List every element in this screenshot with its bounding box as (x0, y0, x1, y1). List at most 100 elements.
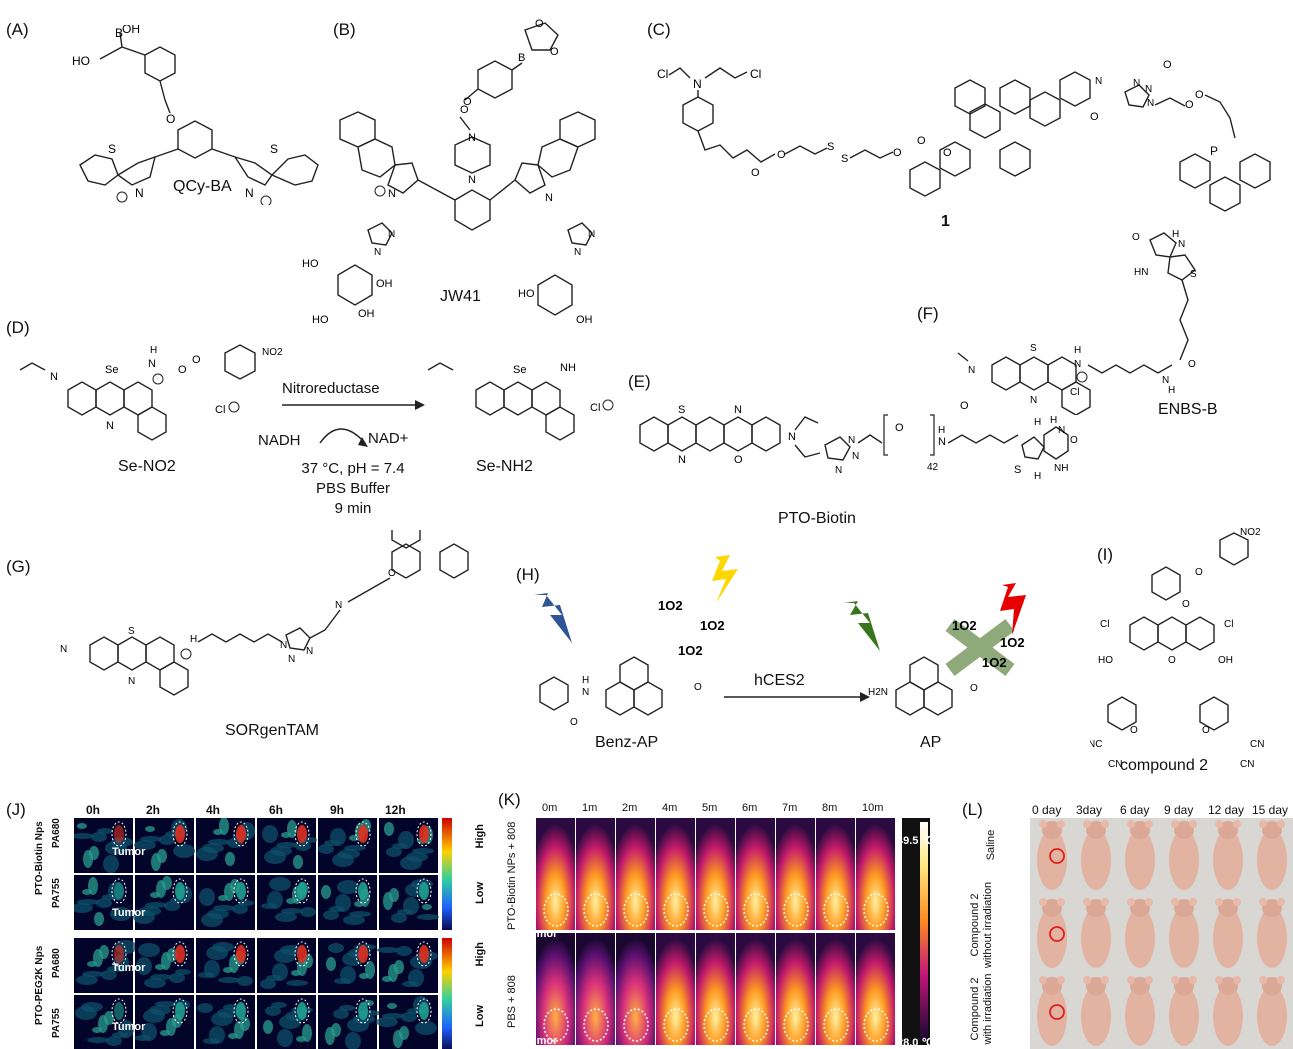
pa-hotspot (175, 945, 185, 963)
mouse-ear (1057, 898, 1065, 906)
tumor-ring (583, 893, 609, 927)
pa-signal-blob (343, 915, 365, 925)
atom-o5: O (1202, 725, 1210, 736)
mouse-head (1042, 821, 1062, 839)
j-scale-low-1: Low (474, 882, 486, 904)
pa-colorbar (442, 938, 452, 1049)
atom-cl2: Cl (1224, 619, 1233, 630)
pa-signal-blob (328, 943, 344, 953)
pa-signal-blob (136, 957, 152, 975)
atom-se: Se (105, 364, 118, 376)
atom-n2: N (106, 420, 114, 432)
pa-signal-blob (338, 849, 360, 859)
atom-cl2: Cl (590, 402, 600, 414)
atom-cl: Cl (1070, 387, 1079, 398)
atom-cn1: CN (1108, 759, 1122, 770)
pa-signal-blob (167, 948, 177, 962)
pa-signal-blob (389, 888, 399, 902)
pa-hotspot (419, 1002, 429, 1020)
compound-name-ap: AP (920, 734, 942, 751)
pa-signal-blob (232, 904, 248, 914)
atom-h2: H (1050, 415, 1057, 426)
singlet-oxygen-6: 1O2 (982, 655, 1007, 670)
pa-signal-blob (74, 903, 93, 913)
panel-label-l: (L) (962, 800, 983, 819)
mouse-ear (1215, 898, 1223, 906)
thermal-image-cell (616, 818, 655, 930)
pa-hotspot (236, 1002, 246, 1020)
atom-h: H (190, 634, 197, 645)
pa-signal-blob (326, 957, 336, 971)
pa-signal-blob (238, 900, 254, 906)
k-tumor-label-2: Tumor (524, 1035, 558, 1047)
mouse-head (1262, 821, 1282, 839)
tumor-ring (416, 878, 432, 904)
mouse-head (1130, 977, 1150, 995)
pa-signal-blob (384, 822, 394, 836)
atom-o7: O (1185, 99, 1194, 111)
pa-signal-blob (173, 844, 195, 858)
mouse-ear (1233, 898, 1241, 906)
atom-n3: N (1145, 84, 1152, 95)
pa-signal-blob (340, 966, 356, 984)
mouse-ear (1083, 898, 1091, 906)
atom-n8: N (574, 247, 581, 258)
cofactor-nad: NAD+ (368, 430, 409, 447)
pa-signal-blob (140, 836, 162, 842)
atom-o9: O (1195, 89, 1204, 101)
tumor-ring (355, 998, 371, 1024)
pa-signal-blob (406, 852, 428, 862)
mouse-head (1174, 821, 1194, 839)
panel-label-c: (C) (647, 20, 671, 39)
mouse-body (1125, 908, 1155, 968)
pa-signal-blob (225, 852, 235, 866)
pa-signal-blob (344, 845, 366, 851)
atom-n1: N (468, 132, 476, 144)
pa-hotspot (419, 945, 429, 963)
atom-s2: S (841, 153, 848, 165)
pa-signal-blob (365, 961, 375, 979)
structure-compound-2: NO2 O O Cl Cl HO OH O O O NC CN CN CN (1090, 527, 1264, 770)
atom-n2: N (1162, 375, 1169, 386)
mouse-ear (1277, 898, 1285, 906)
k-time-label: 1m (582, 802, 598, 814)
pa-signal-blob (213, 905, 235, 911)
j-row-pa755-2: PA755 (51, 1008, 62, 1038)
pa-signal-blob (209, 1026, 225, 1044)
atom-h: H (150, 345, 157, 356)
atom-cl1: Cl (1100, 619, 1109, 630)
atom-o2: O (694, 682, 702, 693)
atom-n3: N (280, 640, 287, 651)
thermal-image-cell (616, 933, 655, 1045)
thermal-image-cell (816, 818, 855, 930)
pa-signal-blob (145, 826, 155, 832)
pa-hotspot (175, 882, 185, 900)
compound-name-pto-biotin: PTO-Biotin (778, 510, 856, 527)
pa-signal-blob (207, 909, 229, 919)
atom-ho: HO (1098, 655, 1113, 666)
pa-hotspot (236, 882, 246, 900)
atom-n4: N (1030, 395, 1037, 406)
atom-o: O (734, 454, 743, 466)
pa-hotspot (358, 882, 368, 900)
mouse-ear (1127, 976, 1135, 984)
tumor-ring (663, 1008, 689, 1042)
tumor-marker-circle (1049, 1004, 1065, 1020)
pa-signal-blob (155, 1001, 177, 1007)
mouse-ear (1039, 820, 1047, 828)
tumor-ring (783, 893, 809, 927)
atom-n3: N (788, 431, 796, 443)
tumor-ring (743, 893, 769, 927)
singlet-oxygen-2: 1O2 (700, 618, 725, 633)
thermal-image-cell (656, 818, 695, 930)
pa-signal-blob (199, 888, 215, 906)
tumor-ring (703, 1008, 729, 1042)
pa-hotspot (114, 945, 124, 963)
atom-oh: OH (122, 25, 140, 36)
k-row-pbs: PBS + 808 (506, 975, 518, 1028)
compound-name-jw41: JW41 (440, 288, 481, 305)
atom-oh: OH (1218, 655, 1233, 666)
